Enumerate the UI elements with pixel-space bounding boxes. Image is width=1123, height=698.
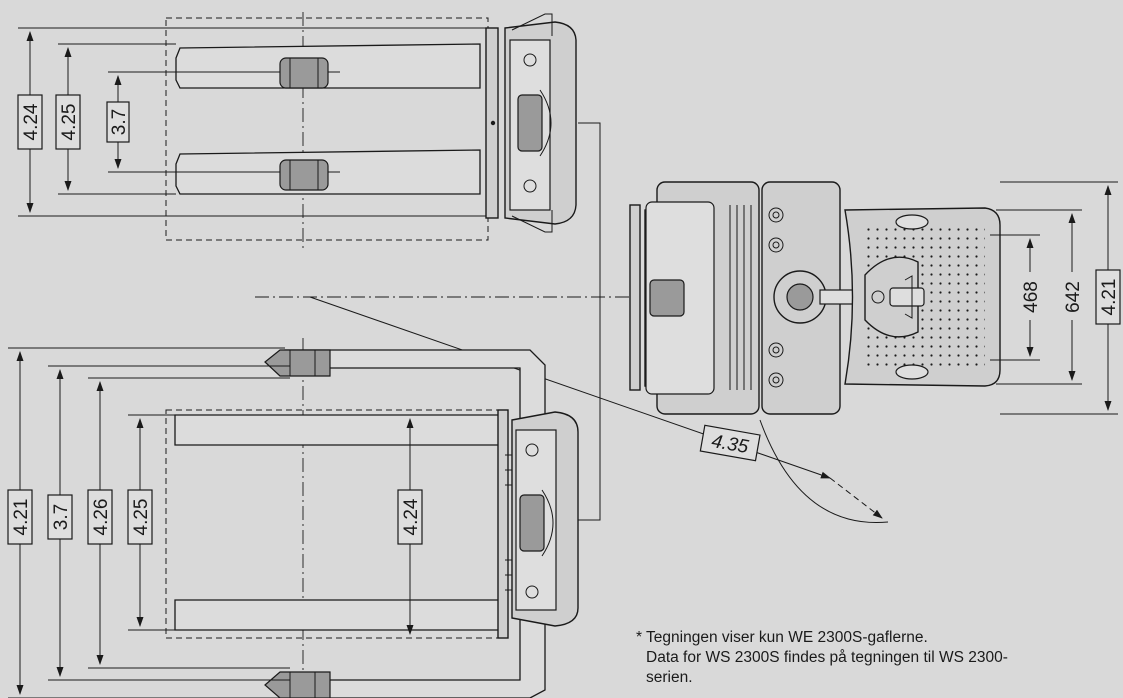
dim-bottom-center: 4.24 <box>401 498 422 535</box>
dim-bottom-4: 4.25 <box>131 499 152 536</box>
bottom-fork-carriage <box>497 409 509 639</box>
bottom-drive-unit <box>519 494 545 552</box>
footnote: * Tegningen viser kun WE 2300S-gaflerne.… <box>636 628 1123 688</box>
dim-top-outer: 4.24 <box>21 103 42 140</box>
dim-box-bottom-2 <box>47 494 73 540</box>
footnote-line-3: serien. <box>646 669 693 686</box>
bottom-straddle-frame <box>284 349 546 698</box>
bottom-wheel-lower <box>264 671 331 698</box>
right-drive-unit <box>649 279 685 317</box>
dim-right-mid: 642 <box>1063 281 1084 313</box>
dim-right-inner: 468 <box>1021 281 1042 313</box>
dim-right-outer: 4.21 <box>1099 279 1120 316</box>
dim-top-inner: 3.7 <box>109 109 130 135</box>
dim-box-bottom-4 <box>127 489 153 545</box>
right-fork-carriage <box>629 204 641 391</box>
top-dimensions: 4.24 4.25 3.7 <box>17 27 486 217</box>
dim-box-bottom-center <box>397 489 423 545</box>
footnote-line-1: * Tegningen viser kun WE 2300S-gaflerne. <box>636 629 928 646</box>
dim-box-bottom-1 <box>7 489 33 545</box>
top-right-connector <box>578 122 601 521</box>
dim-top-mid: 4.25 <box>59 104 80 141</box>
dim-bottom-2: 3.7 <box>51 504 72 530</box>
top-view-forks <box>115 12 601 521</box>
bottom-dimensions: 4.21 3.7 4.26 4.25 4.24 <box>7 347 423 698</box>
top-load-wheel-upper <box>279 57 329 89</box>
dim-box-right-outer <box>1095 269 1121 325</box>
dim-bottom-1: 4.21 <box>11 499 32 536</box>
dim-box-diagonal <box>699 424 761 462</box>
diagonal-dimension: 4.35 <box>309 296 883 519</box>
bottom-load-outline <box>165 409 501 639</box>
dim-box-top-outer <box>17 94 43 150</box>
right-view-truck <box>255 181 1001 524</box>
dim-box-top-inner <box>106 101 130 143</box>
footnote-line-2: Data for WS 2300S findes på tegningen ti… <box>646 649 1008 666</box>
top-drive-unit <box>517 94 543 152</box>
right-dimensions: 468 642 4.21 <box>990 181 1121 415</box>
bottom-wheel-upper <box>264 349 331 377</box>
bottom-view-forks <box>165 338 579 698</box>
dim-box-top-mid <box>55 94 81 150</box>
dim-box-bottom-3 <box>87 489 113 545</box>
bottom-fork-lower <box>174 599 501 631</box>
bottom-fork-upper <box>174 414 501 446</box>
dim-bottom-3: 4.26 <box>91 499 112 536</box>
top-load-wheel-lower <box>279 159 329 191</box>
